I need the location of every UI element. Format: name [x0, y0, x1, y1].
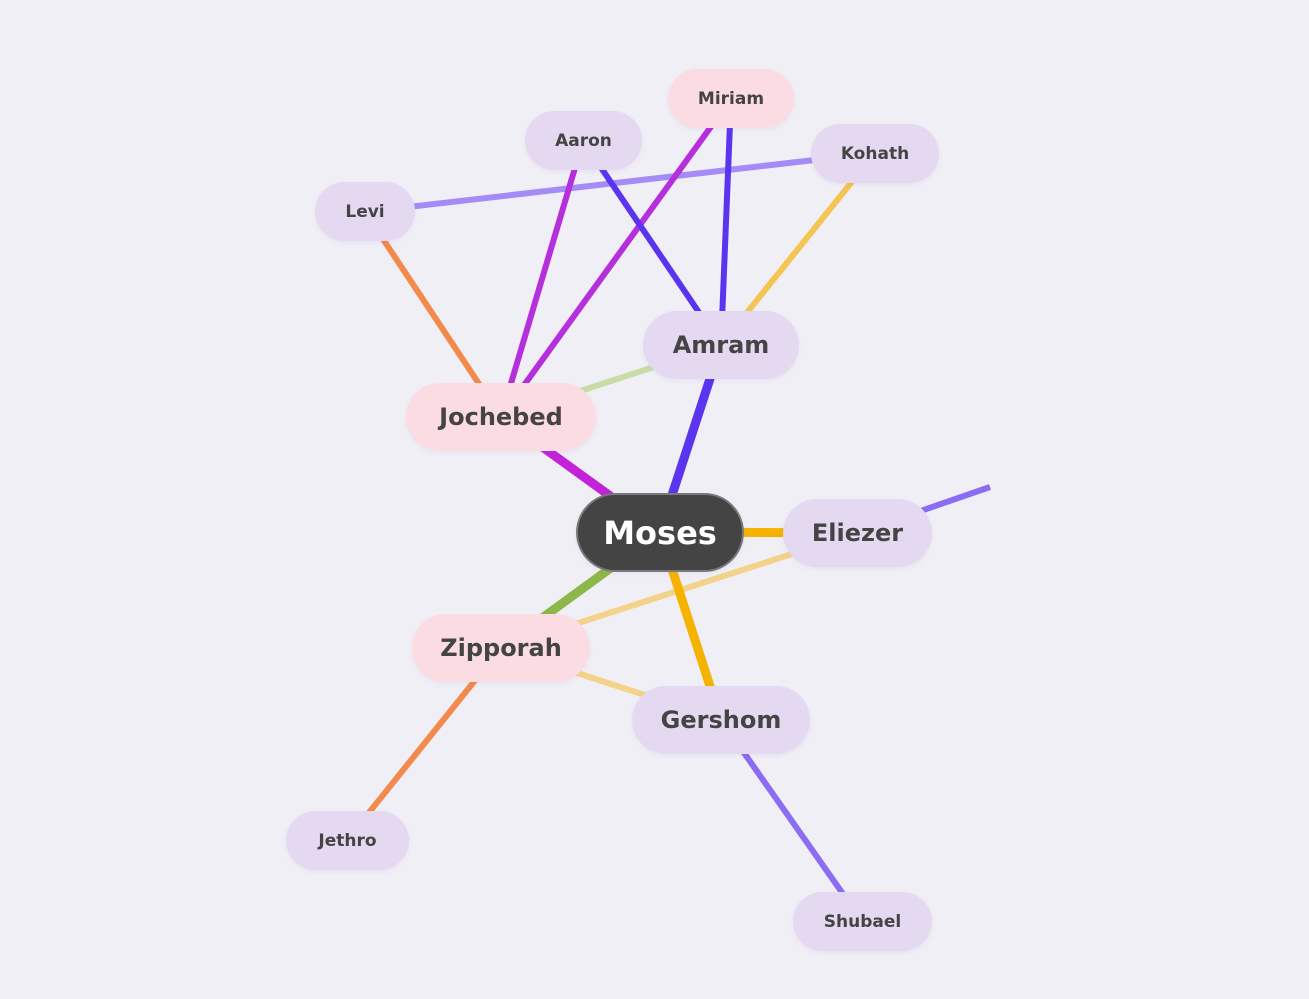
node-eliezer[interactable]: Eliezer	[783, 499, 932, 567]
node-miriam[interactable]: Miriam	[668, 69, 794, 128]
node-jethro[interactable]: Jethro	[286, 811, 409, 870]
node-zipporah[interactable]: Zipporah	[412, 614, 590, 682]
node-shubael[interactable]: Shubael	[793, 892, 932, 951]
node-levi[interactable]: Levi	[315, 182, 415, 241]
edge-miriam-jochebed	[498, 97, 734, 419]
edge-levi-jochebed	[362, 210, 504, 419]
edge-levi-kohath	[364, 150, 876, 215]
node-aaron[interactable]: Aaron	[525, 111, 642, 170]
edge-aaron-jochebed	[498, 140, 586, 418]
node-jochebed[interactable]: Jochebed	[406, 383, 596, 451]
node-gershom[interactable]: Gershom	[632, 686, 810, 754]
node-kohath[interactable]: Kohath	[811, 124, 939, 183]
edge-miriam-amram	[718, 98, 734, 346]
node-amram[interactable]: Amram	[643, 311, 799, 379]
node-moses[interactable]: Moses	[576, 493, 744, 572]
